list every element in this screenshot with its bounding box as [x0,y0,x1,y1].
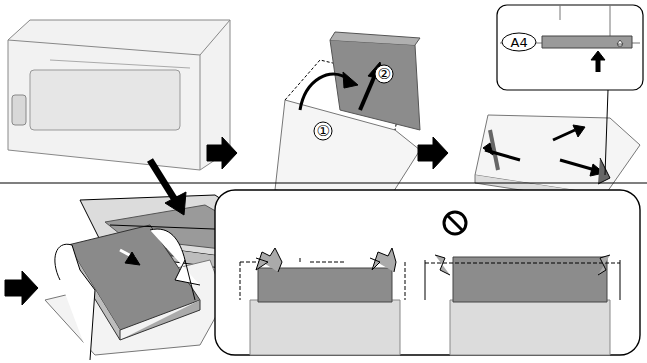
step-arrow [418,137,448,169]
callout-number: ② [378,67,391,82]
prohibition-symbol [444,212,466,234]
zoom-callout [497,5,643,175]
separator-line [0,182,647,183]
printer [8,20,230,170]
pull-arrow-head [165,192,186,215]
detail-callout [215,190,640,355]
step-arrow [5,271,38,305]
pull-arrow [150,160,175,200]
callout-number: ① [317,124,330,139]
cassette-cover-removal [275,32,420,214]
paper-size-mark: A4 [511,36,528,49]
loading-paper [45,225,240,360]
step-arrow [207,137,237,169]
